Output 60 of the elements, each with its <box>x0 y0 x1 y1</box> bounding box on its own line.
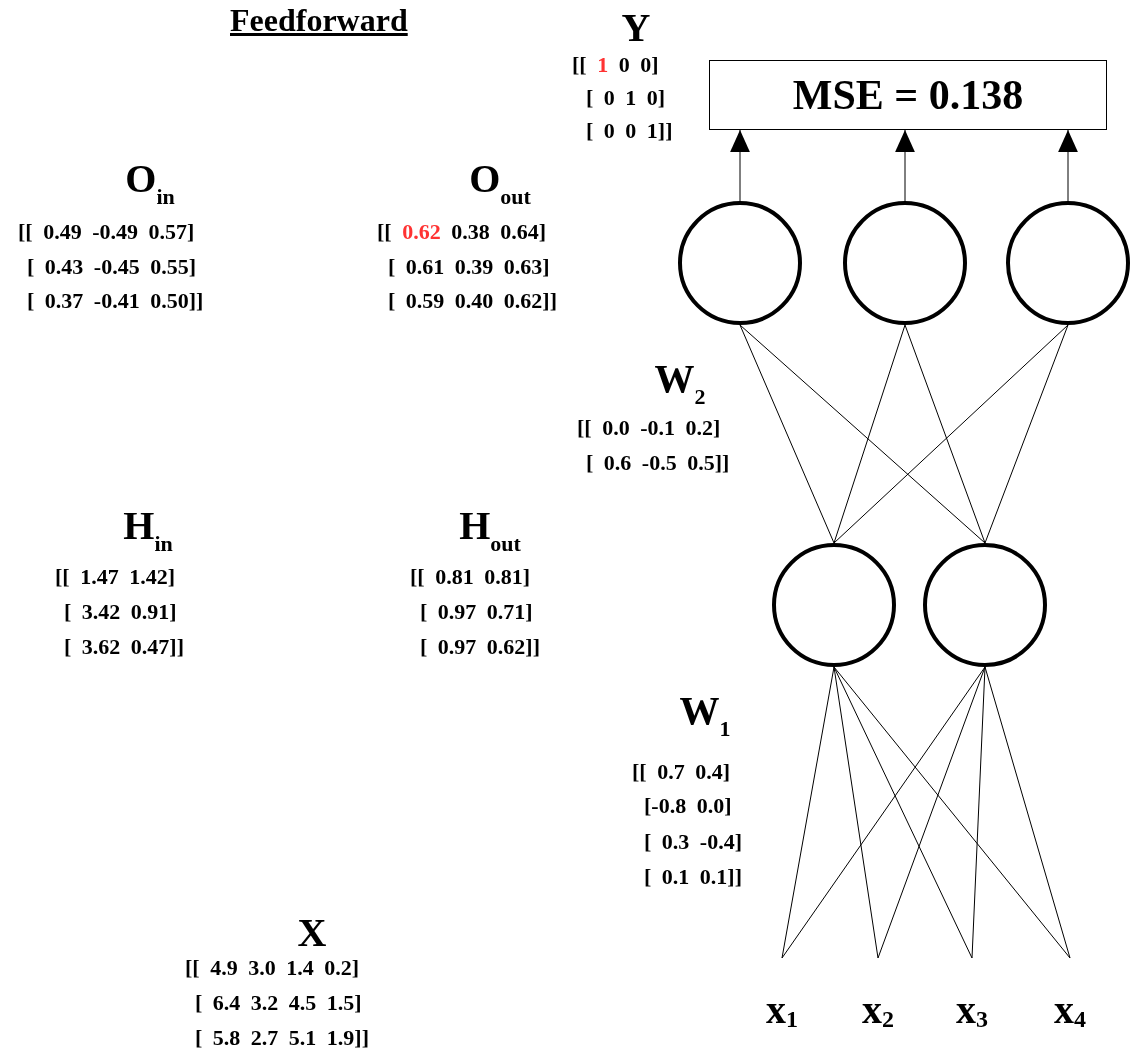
connection-line <box>781 666 986 959</box>
connection-line <box>781 666 835 959</box>
matrix-row: [-0.8 0.0] <box>644 793 732 819</box>
matrix-name: W$_{2}$ <box>654 356 706 410</box>
connection-line <box>739 324 986 544</box>
matrix-row: [[ 4.9 3.0 1.4 0.2] <box>185 955 359 981</box>
neuron-circle <box>923 543 1047 667</box>
arrow <box>1058 129 1078 202</box>
connection-line <box>739 324 835 544</box>
matrix-row: [ 3.42 0.91] <box>64 599 177 625</box>
matrix-name: H$_{in}$ <box>123 503 173 557</box>
connection-line <box>833 666 879 959</box>
title: Feedforward <box>230 2 408 39</box>
matrix-row: [ 0 1 0] <box>586 85 666 111</box>
input-label: x$_{3}$ <box>942 958 1002 1033</box>
matrix-row: [[ 0.81 0.81] <box>410 564 530 590</box>
matrix-name: O$_{in}$ <box>125 156 175 210</box>
matrix-row: [ 0.59 0.40 0.62]] <box>388 288 557 314</box>
matrix-row: [ 3.62 0.47]] <box>64 634 184 660</box>
neuron-circle <box>1006 201 1130 325</box>
matrix-row: [ 0 0 1]] <box>586 118 673 144</box>
matrix-row: [ 6.4 3.2 4.5 1.5] <box>195 990 362 1016</box>
loss-box: MSE = 0.138 <box>709 60 1107 130</box>
matrix-row: [[ 0.49 -0.49 0.57] <box>18 219 195 245</box>
connection-line <box>833 666 1071 959</box>
input-label: x$_{2}$ <box>848 958 908 1033</box>
matrix-row: [[ 0.7 0.4] <box>632 759 730 785</box>
connection-line <box>984 324 1069 544</box>
matrix-row: [ 0.3 -0.4] <box>644 829 742 855</box>
connection-line <box>833 666 973 959</box>
arrow <box>895 129 915 202</box>
matrix-name: X <box>297 911 327 955</box>
connection-line <box>833 324 906 544</box>
matrix-name: O$_{out}$ <box>469 156 531 210</box>
arrow <box>730 129 750 202</box>
connection-line <box>984 666 1071 959</box>
matrix-row: [ 5.8 2.7 5.1 1.9]] <box>195 1025 369 1051</box>
neuron-circle <box>772 543 896 667</box>
connection-line <box>904 324 986 544</box>
connection-line <box>971 666 986 959</box>
matrix-row: [[ 1.47 1.42] <box>55 564 175 590</box>
matrix-name: W$_{1}$ <box>679 688 731 742</box>
matrix-row: [ 0.6 -0.5 0.5]] <box>586 450 730 476</box>
neuron-circle <box>843 201 967 325</box>
matrix-row: [ 0.37 -0.41 0.50]] <box>27 288 204 314</box>
neuron-circle <box>678 201 802 325</box>
matrix-row: [[ 1 0 0] <box>572 52 659 78</box>
matrix-row: [[ 0.62 0.38 0.64] <box>377 219 546 245</box>
matrix-row: [ 0.43 -0.45 0.55] <box>27 254 196 280</box>
connection-line <box>877 666 986 959</box>
matrix-row: [[ 0.0 -0.1 0.2] <box>577 415 721 441</box>
matrix-row: [ 0.97 0.71] <box>420 599 533 625</box>
matrix-row: [ 0.61 0.39 0.63] <box>388 254 550 280</box>
matrix-name: H$_{out}$ <box>459 503 521 557</box>
input-label: x$_{1}$ <box>752 958 812 1033</box>
input-label: x$_{4}$ <box>1040 958 1100 1033</box>
matrix-row: [ 0.1 0.1]] <box>644 864 742 890</box>
connection-line <box>833 324 1069 544</box>
matrix-row: [ 0.97 0.62]] <box>420 634 540 660</box>
matrix-name: Y <box>621 6 651 50</box>
